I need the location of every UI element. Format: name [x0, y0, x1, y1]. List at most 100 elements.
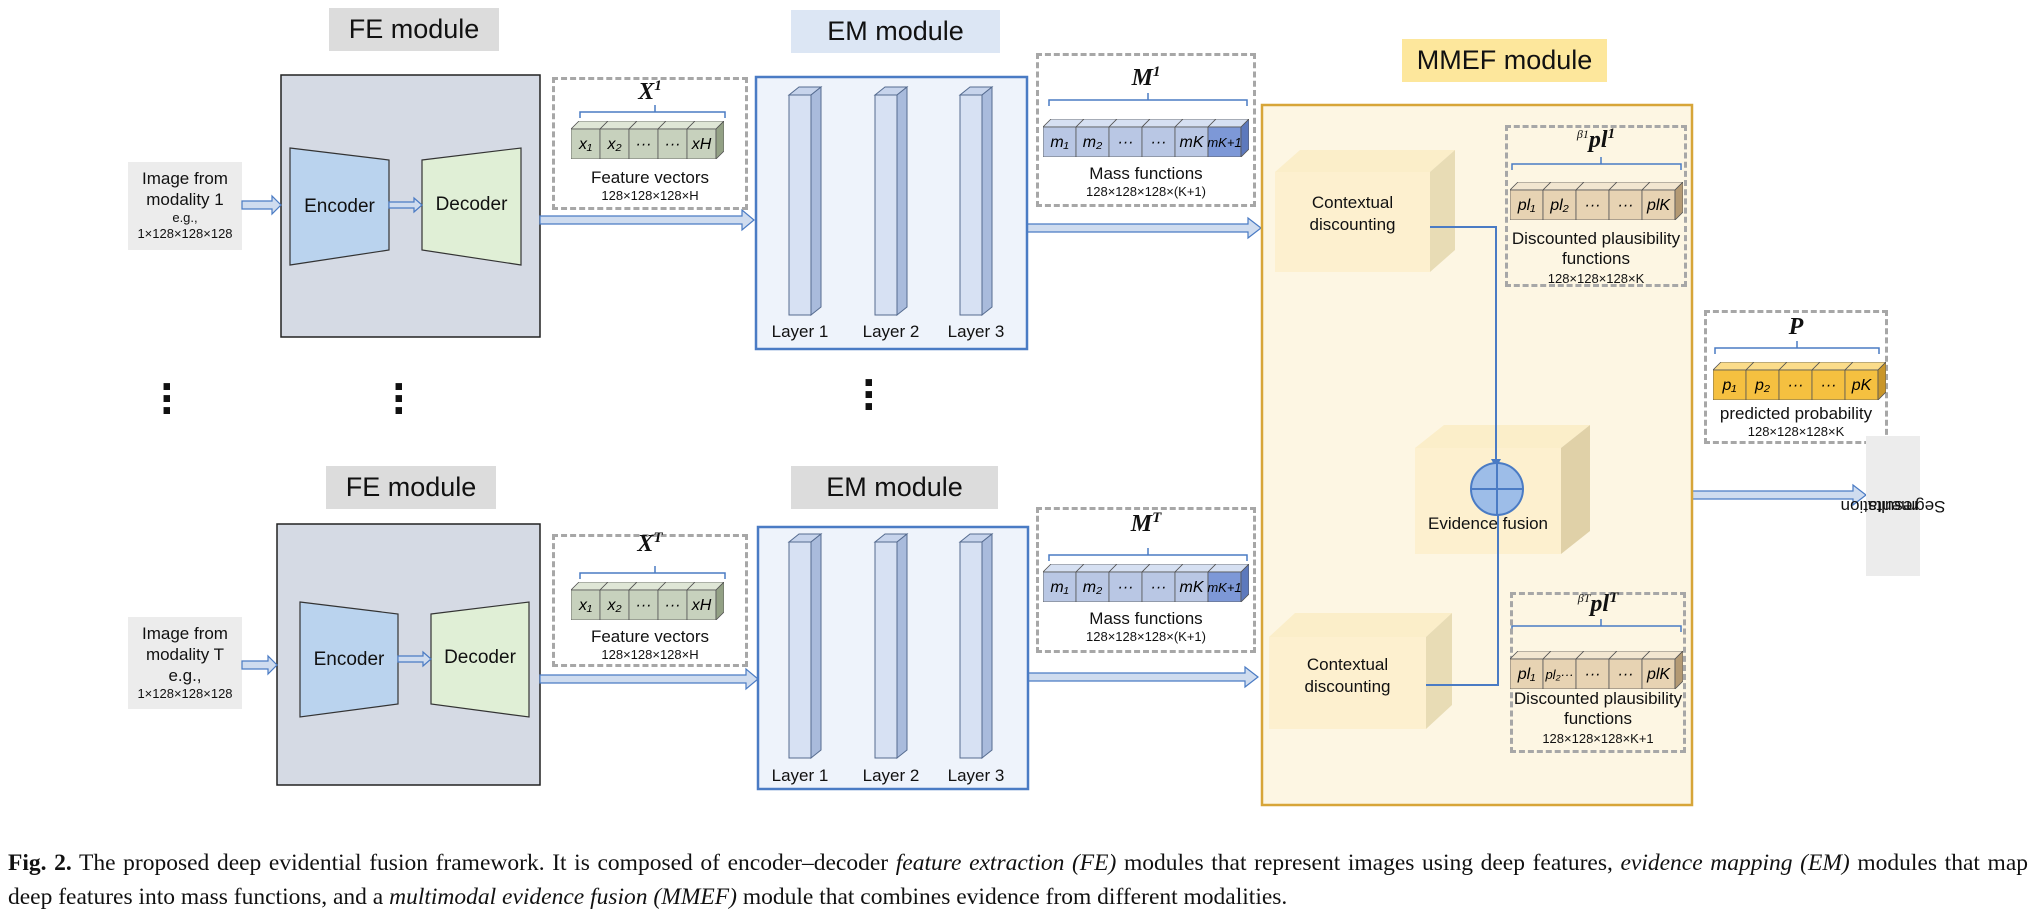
feature-title-bottom: XT [637, 530, 663, 557]
cell [628, 589, 659, 621]
mass-functions-group-bottom [1036, 507, 1256, 653]
framework-diagram [241, 74, 1880, 807]
cell-label: ··· [1585, 197, 1601, 214]
cell [1075, 126, 1110, 158]
pl-cells-bottom: pl₁ pl₂··· ··· ··· plK [1509, 650, 1684, 694]
cell [1542, 189, 1577, 221]
cell-label: m₂ [1083, 134, 1102, 151]
cell-label: mK [1180, 134, 1205, 151]
decoder-label-bottom: Decoder [444, 647, 516, 668]
cell [657, 589, 688, 621]
cell-label: pl₁ [1517, 666, 1536, 683]
cell-label: ··· [636, 136, 652, 153]
encoder-shape-top [289, 147, 390, 266]
cell-label: ··· [636, 597, 652, 614]
cell [1042, 571, 1077, 603]
decoder-shape-bottom [430, 601, 530, 718]
cell-label: ··· [1151, 579, 1167, 596]
layer-2-label-bottom: Layer 2 [862, 766, 920, 785]
ellipsis-em: ··· [862, 356, 878, 432]
decoder-label-top: Decoder [435, 194, 508, 215]
layer-3-label-bottom: Layer 3 [947, 766, 1005, 785]
cell [628, 128, 659, 160]
feature-title-top: X1 [638, 78, 662, 105]
cell [1174, 126, 1209, 158]
cell [599, 589, 630, 621]
cell [1042, 126, 1077, 158]
cell-label: ··· [1618, 666, 1634, 683]
cell [1641, 658, 1676, 690]
em-module-tag-bottom: EM module [791, 466, 998, 509]
cell [1108, 126, 1143, 158]
cell-label: ··· [1585, 666, 1601, 683]
cell-label: m₁ [1050, 579, 1068, 596]
cell-label: xH [691, 136, 712, 153]
encoder-label-top: Encoder [304, 196, 375, 217]
cell [1811, 369, 1846, 401]
cell-label: pl₂··· [1544, 667, 1573, 682]
cell-label: p₂ [1754, 377, 1770, 394]
cell [599, 128, 630, 160]
cell-label: ··· [1118, 579, 1134, 596]
cell-label: x₁ [578, 597, 592, 614]
cell-label: x₂ [606, 136, 621, 153]
cell-label: pl₁ [1517, 197, 1536, 214]
cell [1778, 369, 1813, 401]
mmef-module-tag: MMEF module [1402, 39, 1607, 82]
mass-functions-group-top [1036, 53, 1256, 207]
encoder-shape-bottom [299, 601, 399, 718]
feature-vectors-group-bottom [552, 534, 748, 667]
cell-label: plK [1646, 197, 1671, 214]
layer-3-label-top: Layer 3 [947, 322, 1005, 341]
encoder-label-bottom: Encoder [313, 649, 385, 670]
cell-label: m₁ [1050, 134, 1068, 151]
prob-title: P [1788, 314, 1804, 340]
cell [1141, 126, 1176, 158]
cell-label: ··· [665, 136, 681, 153]
ellipsis-fe: ··· [392, 360, 408, 436]
cell-label: m₂ [1083, 579, 1102, 596]
plausibility-group-top [1505, 125, 1687, 287]
cell [1542, 658, 1577, 690]
figure-caption: Fig. 2. The proposed deep evidential fus… [8, 850, 2028, 910]
cell-label: mK+1 [1207, 580, 1241, 595]
em-module-tag-top: EM module [791, 10, 1000, 53]
cell-strip: x₁ x₂ ··· ··· xH [570, 120, 725, 160]
cell-label: p₁ [1722, 377, 1737, 394]
decoder-shape-top [421, 147, 522, 266]
mass-title-bottom: MT [1130, 510, 1162, 537]
cell-label: x₁ [578, 136, 592, 153]
mass-title-top: M1 [1131, 64, 1161, 91]
cell-label: x₂ [606, 597, 621, 614]
layer-1-label-top: Layer 1 [771, 322, 829, 341]
cell [1207, 571, 1242, 603]
source-image-modality-t: Image from modality T e.g., 1×128×128×12… [128, 617, 242, 709]
layer-2-label-top: Layer 2 [862, 322, 920, 341]
cell-label: ··· [1618, 197, 1634, 214]
source-image-modality-1: Image from modality 1 e.g., 1×128×128×12… [128, 162, 242, 250]
cell-label: ··· [665, 597, 681, 614]
cell [1174, 571, 1209, 603]
cell-label: pK [1851, 377, 1873, 394]
cell-label: ··· [1151, 134, 1167, 151]
cell-label: plK [1646, 666, 1671, 683]
feature-cells-top: x₁ x₂ ··· ··· xH [570, 120, 725, 164]
pl-title-bottom: βTplT [1577, 590, 1619, 617]
